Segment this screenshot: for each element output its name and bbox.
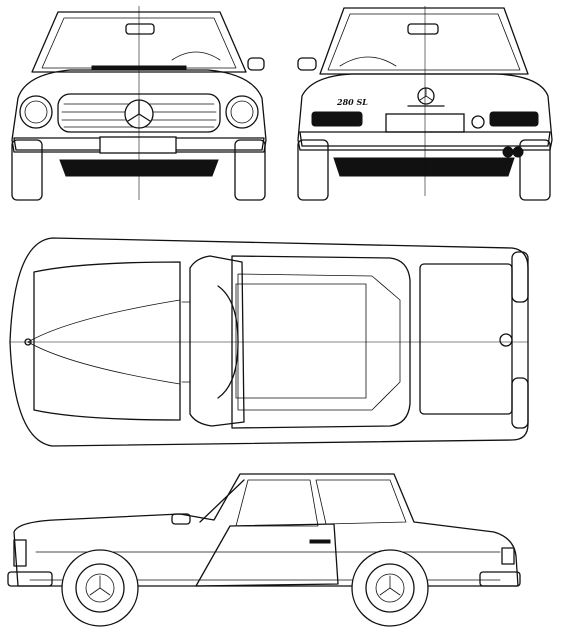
front-steering-wheel xyxy=(171,51,221,61)
front-windshield xyxy=(41,17,237,69)
top-roof-inner xyxy=(235,283,367,399)
side-door-window xyxy=(235,479,319,527)
side-front-bumper xyxy=(7,571,53,587)
top-view xyxy=(9,237,529,447)
side-front-wheel xyxy=(61,549,139,627)
front-right-headlight-lens xyxy=(230,100,254,124)
side-body-outline xyxy=(13,473,519,587)
top-hood-crease xyxy=(27,299,181,385)
top-hardtop xyxy=(231,255,411,429)
top-windshield xyxy=(189,255,245,427)
top-dashboard-vents xyxy=(181,301,191,383)
rear-side-mirror xyxy=(297,57,317,71)
front-rearview-mirror xyxy=(125,23,155,35)
front-license-plate xyxy=(99,136,177,154)
top-rear-emblem xyxy=(499,333,513,347)
side-headlight xyxy=(13,539,27,567)
rear-interior-mirror xyxy=(407,23,439,35)
front-bumper xyxy=(13,137,265,151)
rear-reverse-light xyxy=(471,115,485,129)
rear-star-emblem xyxy=(407,87,445,107)
front-right-headlight xyxy=(225,95,259,129)
rear-steering-wheel xyxy=(339,56,397,67)
front-view xyxy=(11,6,267,201)
front-left-headlight xyxy=(19,95,53,129)
side-rear-bumper xyxy=(479,571,521,587)
rear-left-tire xyxy=(297,139,329,201)
top-rear-left-fender xyxy=(511,377,529,429)
rear-right-taillight xyxy=(489,111,539,127)
rear-undercarriage xyxy=(333,157,515,177)
rear-model-badge: 280 SL xyxy=(336,97,368,107)
front-hardtop xyxy=(31,11,247,73)
side-windshield xyxy=(199,479,245,523)
rear-hardtop xyxy=(319,7,529,75)
top-trunk-lid xyxy=(419,263,513,415)
front-left-headlight-lens xyxy=(24,100,48,124)
side-mirror xyxy=(171,513,191,525)
rear-right-tire xyxy=(519,139,551,201)
side-taillight xyxy=(501,547,515,565)
front-side-mirror xyxy=(247,57,265,71)
rear-view: 280 SL xyxy=(297,6,553,201)
front-right-tire xyxy=(234,139,266,201)
front-left-tire xyxy=(11,139,43,201)
front-body xyxy=(11,69,267,153)
top-rear-right-fender xyxy=(511,251,529,303)
top-roof-panel xyxy=(237,273,401,411)
rear-window xyxy=(327,13,521,71)
rear-body xyxy=(297,73,553,151)
rear-bumper xyxy=(299,131,551,147)
side-rear-wheel xyxy=(351,549,429,627)
rear-exhaust xyxy=(502,146,524,158)
side-rear-window xyxy=(315,479,407,525)
side-view xyxy=(7,473,521,627)
top-hood xyxy=(33,261,181,421)
side-door-handle xyxy=(309,539,331,544)
side-door xyxy=(195,523,339,587)
rear-left-taillight xyxy=(311,111,363,127)
